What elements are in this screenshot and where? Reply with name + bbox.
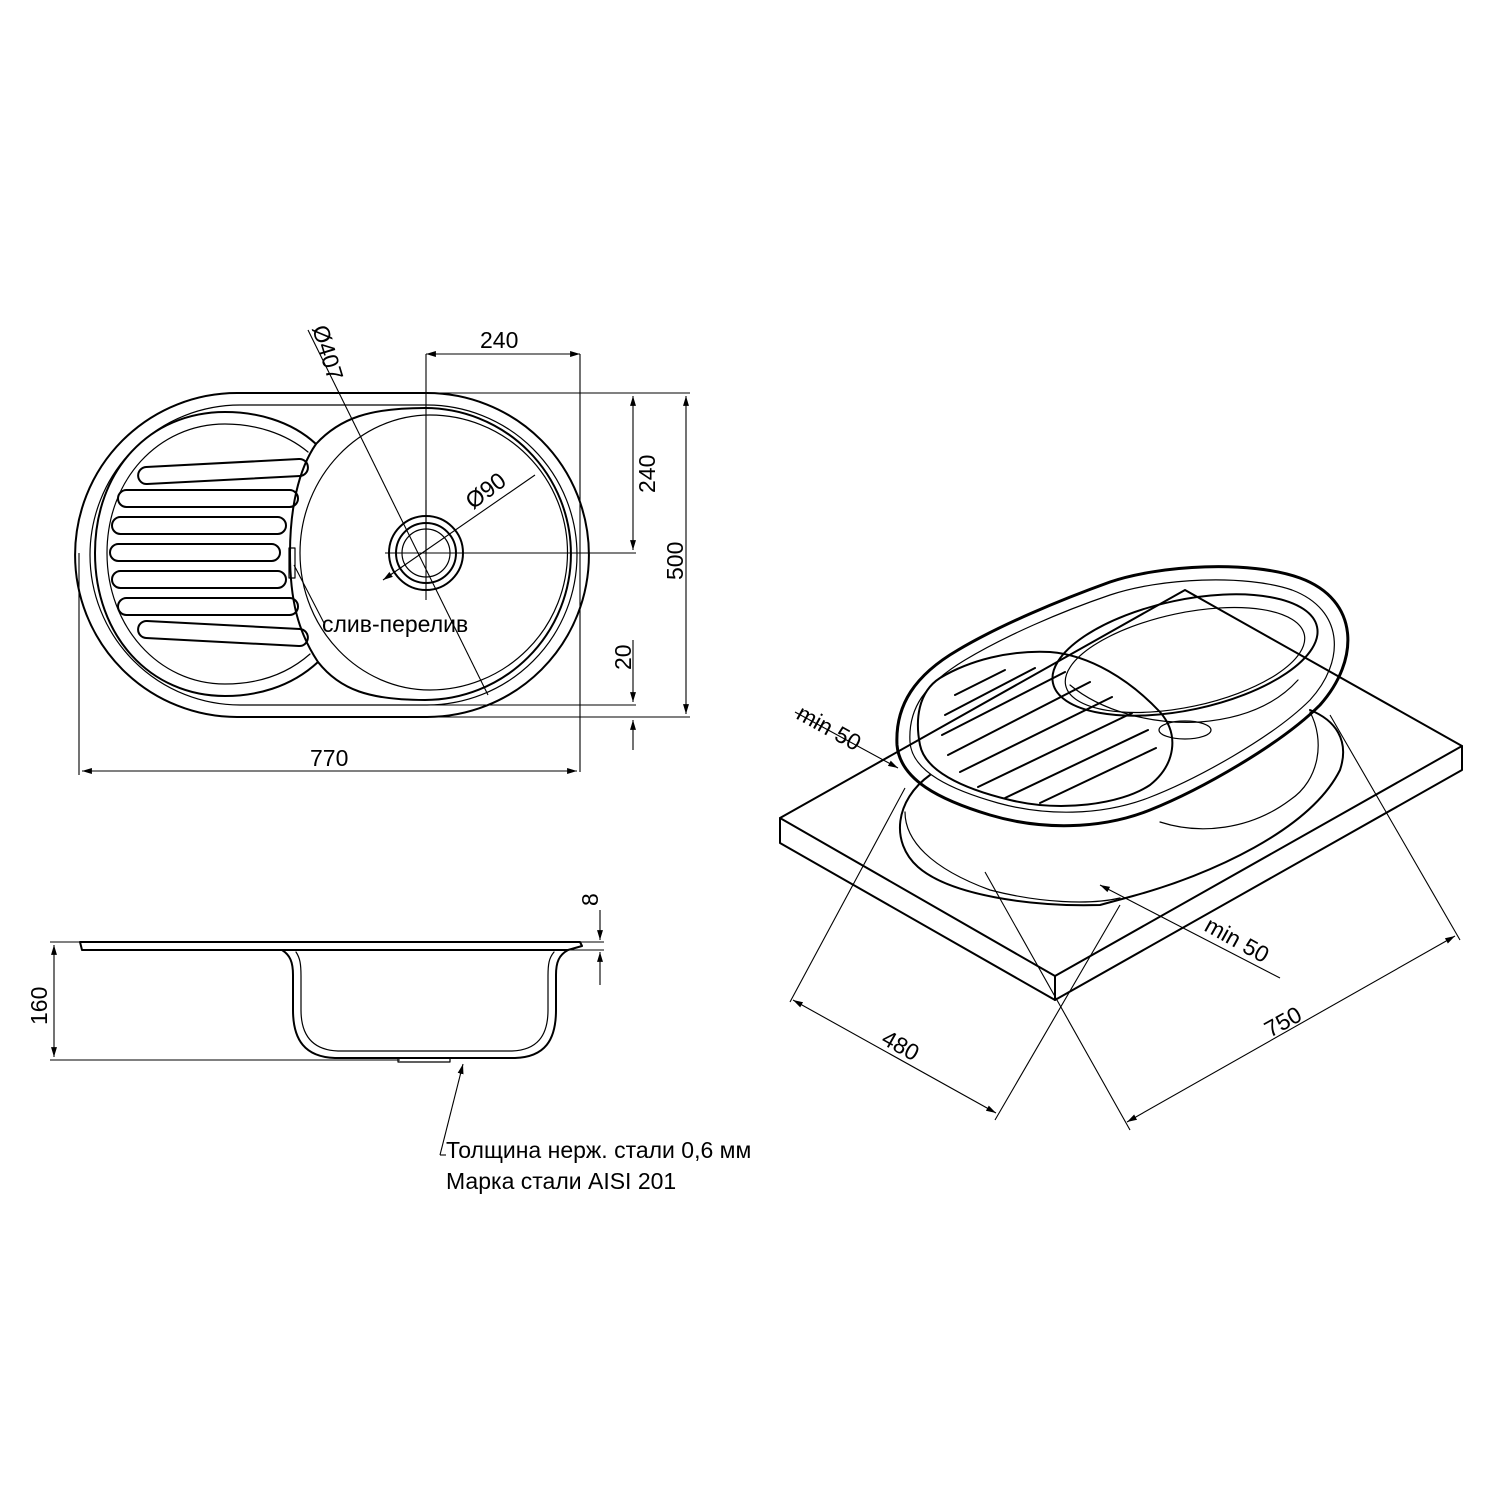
drainboard-bowl-contour (94, 407, 572, 701)
h160-label: 160 (26, 987, 52, 1025)
cutout-inner (904, 811, 1121, 903)
d407-label: Ø407 (307, 322, 348, 383)
countertop-front (779, 817, 1056, 1001)
section-rim (79, 941, 583, 951)
isometric-view (779, 565, 1463, 1001)
bowl-edge (289, 443, 319, 663)
w240-label: 240 (480, 327, 518, 353)
iso-bowl-under (1159, 711, 1319, 830)
section-bowl-inner (295, 951, 555, 1052)
drainboard-inner-contour (106, 423, 311, 685)
thickness-note: Толщина нерж. стали 0,6 мм (446, 1137, 751, 1163)
h20-label: 20 (610, 644, 636, 670)
top-view (74, 392, 590, 718)
min50-right-label: min 50 (1201, 912, 1274, 968)
countertop-side (1054, 745, 1463, 1001)
bowl-inner-edge (299, 414, 569, 691)
overflow-label: слив-перелив (322, 611, 468, 637)
w750-label: 750 (1260, 1001, 1306, 1042)
h240-label: 240 (634, 455, 660, 493)
w480-label: 480 (878, 1025, 924, 1066)
d407-leader (307, 329, 489, 696)
countertop-top (779, 589, 1463, 977)
h500-label: 500 (662, 542, 688, 580)
countertop-cutout (898, 709, 1345, 907)
iso-bowl-rim (1051, 593, 1319, 717)
side-section-dimensions: 8 160 (26, 893, 604, 1156)
section-bowl-outer (281, 949, 569, 1059)
top-view-dimensions: Ø407 240 Ø90 240 500 20 слив-перелив 770 (78, 322, 690, 775)
d90-label: Ø90 (460, 467, 510, 514)
isometric-dimensions: min 50 min 50 480 750 (789, 700, 1461, 1131)
iso-drainboard-ribs (941, 667, 1157, 804)
section-drain (397, 1057, 451, 1063)
iso-drain (1158, 720, 1212, 740)
iso-sink-rim (895, 565, 1350, 828)
iso-drainboard (916, 650, 1174, 807)
w770-label: 770 (310, 745, 348, 771)
steel-grade-note: Марка стали AISI 201 (446, 1168, 676, 1194)
min50-left-label: min 50 (793, 700, 866, 756)
side-section (79, 941, 583, 1063)
sink-inner-rim (89, 404, 578, 706)
overflow-slot (288, 547, 296, 579)
iso-sink-rim-inner (909, 579, 1335, 813)
t8-label: 8 (577, 893, 603, 906)
drainboard-ribs (109, 457, 309, 648)
iso-bowl-inner (1064, 606, 1306, 714)
sink-outer-rim (74, 392, 590, 718)
